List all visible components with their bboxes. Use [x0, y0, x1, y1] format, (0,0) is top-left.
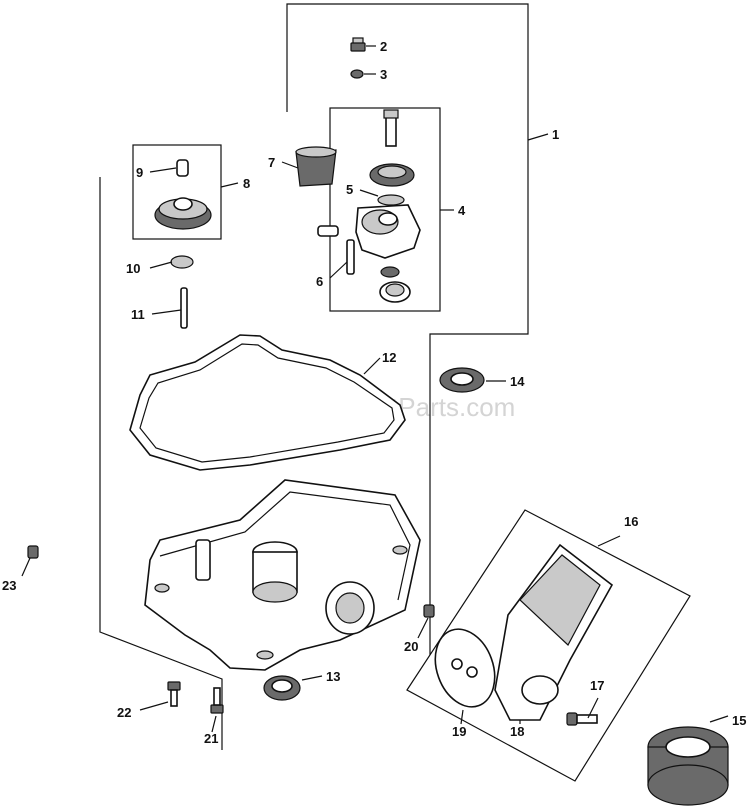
callout-22: 22	[117, 705, 131, 720]
callout-8: 8	[243, 176, 250, 191]
callout-labels: 2 3 1 4 5 6 7 8 9 10 11 12 13 14 15 16 1…	[2, 39, 746, 746]
callout-17: 17	[590, 678, 604, 693]
callout-12: 12	[382, 350, 396, 365]
gear-part-8	[154, 197, 212, 230]
callout-16: 16	[624, 514, 638, 529]
callout-14: 14	[510, 374, 525, 389]
screw-part-2	[350, 37, 366, 52]
callout-3: 3	[380, 67, 387, 82]
callout-21: 21	[204, 731, 218, 746]
screw-part-22	[167, 681, 181, 707]
shaft-part-11	[180, 287, 188, 329]
group-outline-pan	[99, 177, 223, 750]
plug-part-20	[423, 604, 435, 618]
oil-pump-part-4	[317, 109, 421, 303]
callout-9: 9	[136, 165, 143, 180]
plug-part-23	[27, 545, 39, 559]
bushing-part-7	[295, 146, 337, 187]
callout-4: 4	[458, 203, 466, 218]
seal-part-14	[439, 367, 485, 393]
leader-lines	[21, 45, 729, 733]
oil-cooler-part-18	[494, 543, 614, 721]
callout-2: 2	[380, 39, 387, 54]
callout-11: 11	[131, 307, 145, 322]
washer-part-3	[350, 69, 364, 79]
screw-part-21	[210, 687, 224, 714]
callout-6: 6	[316, 274, 323, 289]
seal-part-13	[263, 675, 301, 701]
pin-part-6	[346, 239, 355, 275]
oil-pan-body	[144, 479, 421, 671]
gasket-part-12	[129, 334, 406, 471]
oil-filter-part-15	[647, 726, 729, 806]
callout-23: 23	[2, 578, 16, 593]
callout-1: 1	[552, 127, 559, 142]
group-box-8	[132, 144, 222, 240]
callout-20: 20	[404, 639, 418, 654]
callout-19: 19	[452, 724, 466, 739]
washer-part-5	[377, 194, 405, 206]
callout-7: 7	[268, 155, 275, 170]
group-box-16	[406, 509, 691, 782]
washer-part-10	[170, 255, 194, 269]
pin-part-9	[176, 159, 189, 177]
callout-15: 15	[732, 713, 746, 728]
callout-18: 18	[510, 724, 524, 739]
callout-5: 5	[346, 182, 353, 197]
screw-part-17	[566, 712, 598, 726]
group-outline-1	[286, 3, 529, 655]
callout-13: 13	[326, 669, 340, 684]
callout-10: 10	[126, 261, 140, 276]
cooler-gasket-part-19	[434, 628, 496, 708]
